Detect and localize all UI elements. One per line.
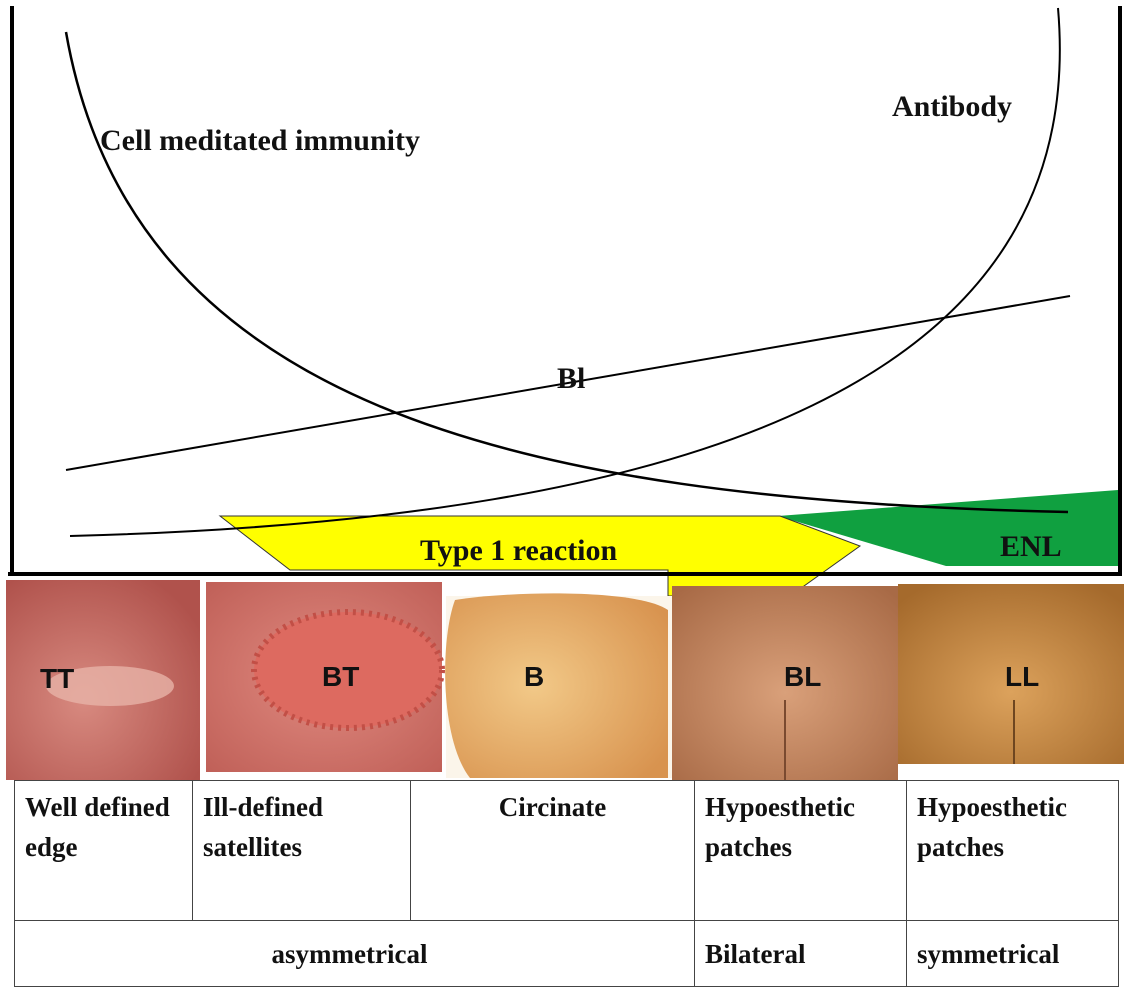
cmi-label: Cell meditated immunity	[100, 124, 420, 157]
cell-hypoesthetic-patches-ll: Hypoesthetic patches	[907, 781, 1119, 921]
immunity-spectrum-diagram: Cell meditated immunity Antibody Bl Type…	[0, 0, 1127, 780]
photo-tt: TT	[6, 580, 200, 780]
cell-ill-defined-satellites: Ill-defined satellites	[193, 781, 411, 921]
type1-reaction-label: Type 1 reaction	[420, 534, 618, 567]
cell-symmetrical: symmetrical	[907, 921, 1119, 987]
photo-bt: BT	[200, 578, 446, 776]
cell-circinate: Circinate	[411, 781, 695, 921]
cell-asymmetrical: asymmetrical	[15, 921, 695, 987]
cell-hypoesthetic-patches-bl: Hypoesthetic patches	[695, 781, 907, 921]
table-row: asymmetrical Bilateral symmetrical	[15, 921, 1119, 987]
photo-label-ll: LL	[1005, 661, 1039, 692]
photo-label-bl: BL	[784, 661, 821, 692]
table-row: Well defined edge Ill-defined satellites…	[15, 781, 1119, 921]
enl-label: ENL	[1000, 530, 1062, 563]
photo-ll: LL	[898, 584, 1124, 764]
antibody-label: Antibody	[892, 90, 1012, 123]
photo-b: B	[445, 593, 672, 778]
bl-label: Bl	[557, 362, 585, 395]
photo-bl: BL	[672, 586, 898, 780]
photo-label-tt: TT	[40, 663, 74, 694]
features-table: Well defined edge Ill-defined satellites…	[14, 780, 1119, 987]
cell-bilateral: Bilateral	[695, 921, 907, 987]
photo-label-bt: BT	[322, 661, 359, 692]
antibody-curve	[70, 8, 1060, 536]
photo-label-b: B	[524, 661, 544, 692]
cell-well-defined-edge: Well defined edge	[15, 781, 193, 921]
